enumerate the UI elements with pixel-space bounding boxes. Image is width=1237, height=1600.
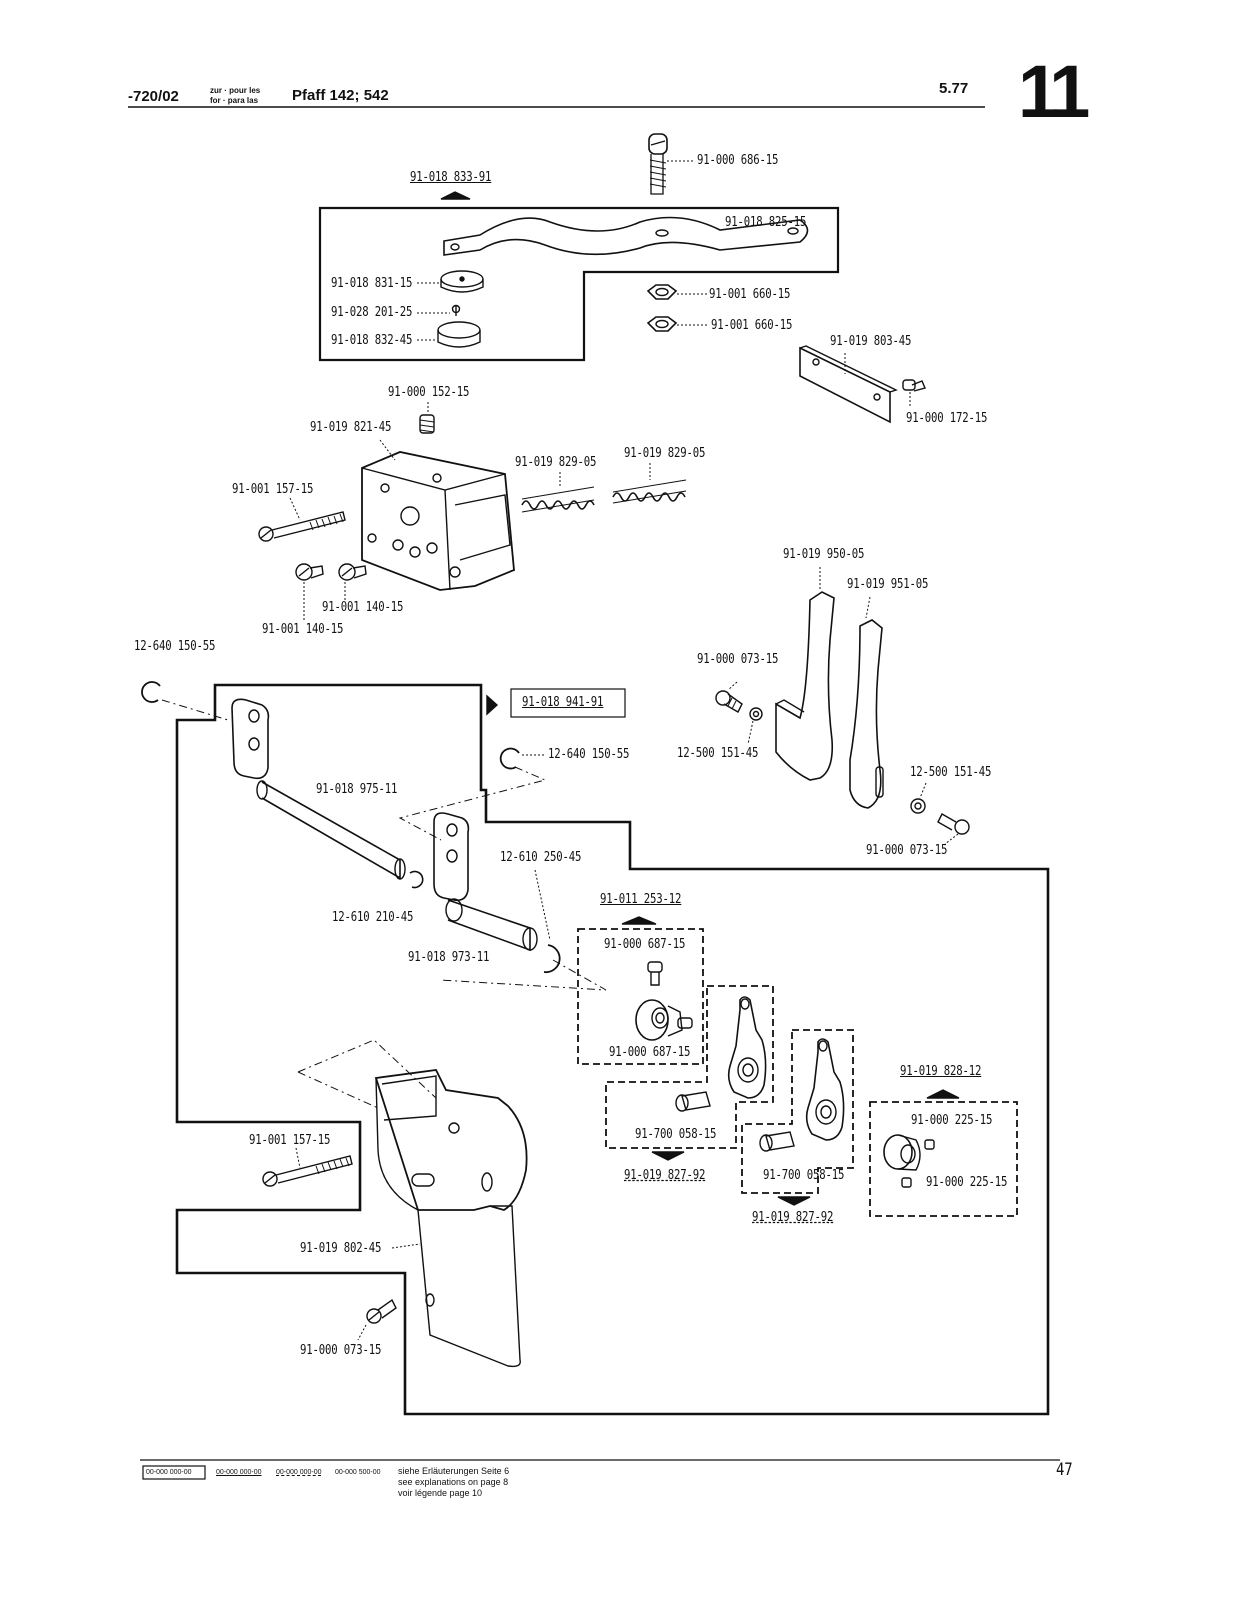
label-ring-c: 12-610 250-45 xyxy=(500,850,582,865)
label-nut-a: 91-001 660-15 xyxy=(709,287,791,302)
doc-code: -720/02 xyxy=(128,88,179,105)
label-screw-g: 91-000 073-15 xyxy=(697,652,779,667)
label-screw-h: 91-000 073-15 xyxy=(866,843,948,858)
label-screw-c2: 91-001 140-15 xyxy=(262,622,344,637)
label-bracket: 91-019 802-45 xyxy=(300,1241,382,1256)
label-screw-top: 91-000 686-15 xyxy=(697,153,779,168)
legend-note-en: see explanations on page 8 xyxy=(398,1477,509,1487)
label-screw-plate: 91-000 172-15 xyxy=(906,411,988,426)
legend-note-de: siehe Erläuterungen Seite 6 xyxy=(398,1466,510,1476)
label-ring-a: 12-640 150-55 xyxy=(134,639,216,654)
label-long-screw-a: 91-001 157-15 xyxy=(232,482,314,497)
label-collar-screw-b: 91-000 687-15 xyxy=(609,1045,691,1060)
label-long-screw-b: 91-001 157-15 xyxy=(249,1133,331,1148)
label-washer-h: 12-500 151-45 xyxy=(910,765,992,780)
label-ring-d: 12-610 210-45 xyxy=(332,910,414,925)
label-collar-screw-a: 91-000 687-15 xyxy=(604,937,686,952)
label-nut-b: 91-001 660-15 xyxy=(711,318,793,333)
label-shaft-b: 91-018 973-11 xyxy=(408,950,490,965)
label-pin-a: 91-028 201-25 xyxy=(331,305,413,320)
label-block: 91-019 821-45 xyxy=(310,420,392,435)
legend-note-fr: voir légende page 10 xyxy=(398,1488,483,1498)
label-disc-a: 91-018 831-15 xyxy=(331,276,413,291)
label-lever-screw-b: 91-700 058-15 xyxy=(763,1168,845,1183)
label-bracket-screw: 91-000 073-15 xyxy=(300,1343,382,1358)
prep-line-2: for · para las xyxy=(210,96,259,105)
label-knife-screw-a: 91-000 225-15 xyxy=(911,1113,993,1128)
legend-code-plain: 00-000 500-00 xyxy=(335,1469,381,1476)
label-disc-b: 91-018 832-45 xyxy=(331,333,413,348)
label-knife-screw-b: 91-000 225-15 xyxy=(926,1175,1008,1190)
issue-date: 5.77 xyxy=(939,80,969,97)
label-setscrew: 91-000 152-15 xyxy=(388,385,470,400)
label-spring-b: 91-019 829-05 xyxy=(624,446,706,461)
chapter-number: 11 xyxy=(1018,50,1090,133)
label-assembly-top: 91-018 833-91 xyxy=(410,170,492,185)
label-lever-screw-a: 91-700 058-15 xyxy=(635,1127,717,1142)
label-lever-assy-a: 91-019 827-92 xyxy=(624,1168,706,1183)
label-spring-a: 91-019 829-05 xyxy=(515,455,597,470)
label-ring-b: 12-640 150-55 xyxy=(548,747,630,762)
label-lever-assy-b: 91-019 827-92 xyxy=(752,1210,834,1225)
label-shaft-a: 91-018 975-11 xyxy=(316,782,398,797)
label-guide-b: 91-019 951-05 xyxy=(847,577,929,592)
label-knife-assy-right: 91-019 828-12 xyxy=(900,1064,982,1079)
prep-line-1: zur · pour les xyxy=(210,86,261,95)
label-plate-a: 91-019 803-45 xyxy=(830,334,912,349)
page-number: 47 xyxy=(1056,1460,1073,1480)
label-lever-top: 91-018 825-15 xyxy=(725,215,807,230)
label-washer-g: 12-500 151-45 xyxy=(677,746,759,761)
label-assembly-mid: 91-018 941-91 xyxy=(522,695,604,710)
label-collar-assy: 91-011 253-12 xyxy=(600,892,682,907)
legend-code-dashed: 00-000 000-00 xyxy=(276,1469,322,1476)
legend-code-underlined: 00-000 000-00 xyxy=(216,1469,262,1476)
model-title: Pfaff 142; 542 xyxy=(292,87,389,104)
label-screw-c1: 91-001 140-15 xyxy=(322,600,404,615)
label-guide-a: 91-019 950-05 xyxy=(783,547,865,562)
legend-code-boxed: 00-000 000-00 xyxy=(146,1469,192,1476)
